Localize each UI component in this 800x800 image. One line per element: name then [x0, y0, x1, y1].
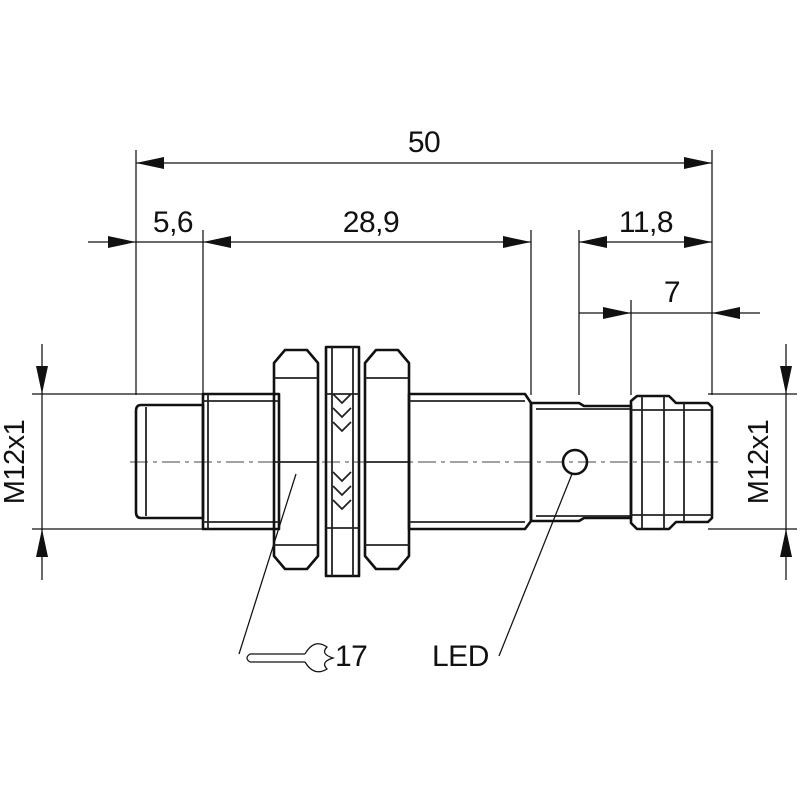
sensor-front-cap — [134, 403, 205, 520]
left-thread-arrow-top — [36, 366, 48, 394]
connector-tail-length-label: 7 — [664, 276, 680, 309]
led-label: LED — [432, 640, 489, 673]
washer-serration-upper — [332, 393, 352, 433]
left-thread-dimension: M12x1 — [0, 344, 203, 580]
right-thread-dimension: M12x1 — [708, 344, 797, 580]
led-window — [561, 448, 589, 476]
overall-length-label: 50 — [408, 126, 440, 159]
connector-head — [629, 394, 714, 531]
connector-length-label: 11,8 — [619, 206, 673, 239]
extension-lines — [135, 150, 713, 395]
right-thread-arrow-bottom — [780, 529, 792, 557]
wrench-icon — [246, 643, 336, 673]
right-thread-label: M12x1 — [743, 420, 775, 505]
front-length-label: 5,6 — [153, 206, 193, 239]
dimension-connector-tail-length: 7 — [579, 276, 760, 319]
arrowhead-overall-right — [684, 157, 712, 169]
dimension-connector-length: 11,8 — [579, 206, 712, 248]
dimension-front-and-thread: 5,6 28,9 — [88, 206, 531, 248]
left-thread-arrow-bottom — [36, 529, 48, 557]
arrowhead-thread-left — [203, 236, 231, 248]
wrench-size-callout: 17 — [238, 473, 368, 673]
wrench-size-label: 17 — [335, 640, 367, 673]
arrowhead-front-left-outer — [108, 236, 136, 248]
center-lock-washer — [324, 345, 361, 578]
dimension-overall-length: 50 — [136, 126, 712, 169]
washer-serration-lower — [332, 471, 352, 511]
arrowhead-thread-right — [503, 236, 531, 248]
led-callout: LED — [432, 473, 573, 673]
sensor-body — [134, 345, 714, 578]
arrowhead-tail-right — [712, 307, 740, 319]
right-thread-arrow-top — [780, 366, 792, 394]
arrowhead-tail-left — [603, 307, 631, 319]
arrowhead-connector-left — [579, 236, 607, 248]
left-nut — [272, 348, 320, 571]
left-thread-label: M12x1 — [0, 420, 31, 505]
thread-length-label: 28,9 — [343, 206, 399, 239]
led-leader-line — [498, 473, 573, 657]
arrowhead-connector-right — [684, 236, 712, 248]
arrowhead-overall-left — [136, 157, 164, 169]
wrench-leader-line — [238, 473, 297, 655]
right-nut — [363, 348, 411, 571]
